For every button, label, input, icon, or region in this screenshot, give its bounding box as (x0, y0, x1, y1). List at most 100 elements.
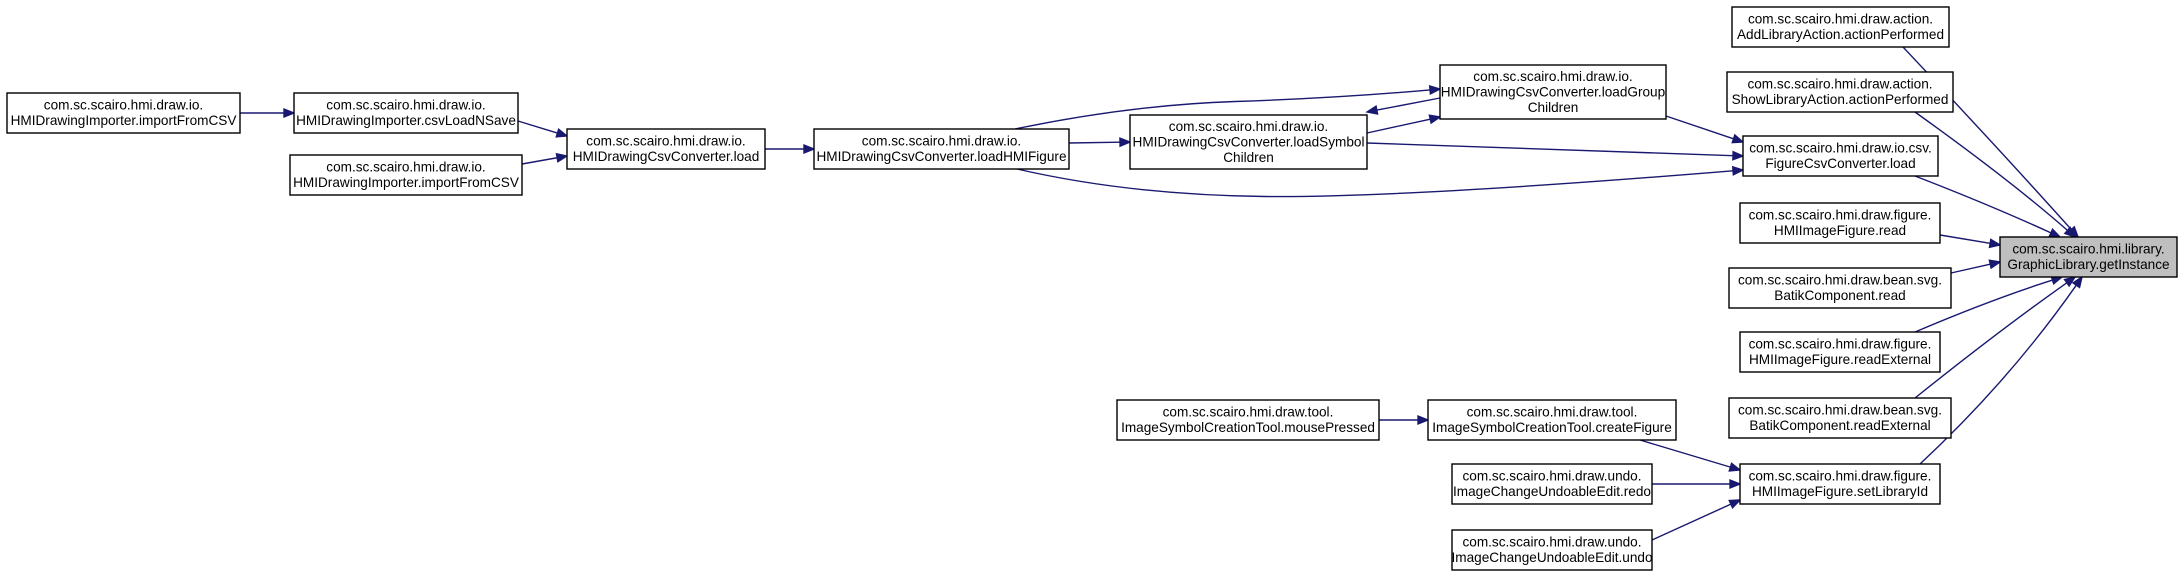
graph-node[interactable]: com.sc.scairo.hmi.draw.io.HMIDrawingCsvC… (566, 128, 766, 170)
graph-node[interactable]: com.sc.scairo.hmi.draw.undo.ImageChangeU… (1451, 529, 1653, 571)
node-label: com.sc.scairo.hmi.library. (2012, 242, 2164, 257)
edge-n_setlib-to-n_gl (1919, 284, 2077, 465)
edge-n_loadgroup-to-n_fcc (1665, 115, 1734, 140)
graph-node[interactable]: com.sc.scairo.hmi.draw.figure.HMIImageFi… (1739, 331, 1941, 373)
graph-node[interactable]: com.sc.scairo.hmi.draw.io.HMIDrawingImpo… (6, 92, 241, 134)
node-label: HMIDrawingImporter.importFromCSV (293, 175, 519, 190)
arrowhead (555, 128, 569, 138)
node-box (1742, 135, 1939, 177)
arrowhead (2063, 275, 2077, 288)
node-label: HMIDrawingImporter.importFromCSV (11, 113, 237, 128)
graph-node[interactable]: com.sc.scairo.hmi.draw.figure.HMIImageFi… (1739, 463, 1941, 505)
node-box (6, 92, 241, 134)
arrowhead (2063, 226, 2077, 239)
node-label: com.sc.scairo.hmi.draw.undo. (1462, 469, 1641, 484)
node-box (293, 92, 519, 134)
node-label: com.sc.scairo.hmi.draw.action. (1748, 12, 1933, 27)
graph-node[interactable]: com.sc.scairo.hmi.draw.tool.ImageSymbolC… (1427, 399, 1677, 441)
edge-n_batik_read-to-n_gl (1950, 263, 1991, 274)
node-box (1999, 236, 2178, 278)
graph-node[interactable]: com.sc.scairo.hmi.draw.io.HMIDrawingImpo… (289, 154, 523, 196)
node-label: com.sc.scairo.hmi.draw.bean.svg. (1738, 403, 1942, 418)
graph-node[interactable]: com.sc.scairo.hmi.draw.bean.svg.BatikCom… (1728, 397, 1952, 439)
edge-n_showlib-to-n_gl (1914, 111, 2068, 231)
node-label: com.sc.scairo.hmi.draw.figure. (1749, 469, 1932, 484)
arrowhead (1988, 259, 2002, 270)
node-label: GraphicLibrary.getInstance (2007, 257, 2169, 272)
arrowhead (1119, 137, 1132, 148)
edge-n_loadsymbol-to-n_fcc (1366, 142, 1734, 157)
node-label: ImageChangeUndoableEdit.undo (1451, 550, 1652, 565)
graph-node[interactable]: com.sc.scairo.hmi.draw.io.HMIDrawingCsvC… (813, 128, 1070, 170)
node-box (813, 128, 1070, 170)
node-box (289, 154, 523, 196)
node-label: com.sc.scairo.hmi.draw.figure. (1749, 337, 1932, 352)
arrowhead (1728, 462, 1742, 472)
node-label: HMIDrawingCsvConverter.load (573, 149, 760, 164)
node-label: ImageSymbolCreationTool.createFigure (1432, 420, 1672, 435)
arrowhead (1731, 133, 1745, 144)
node-box (1439, 64, 1667, 120)
node-label: HMIImageFigure.read (1774, 223, 1906, 238)
edge-n_loadhmi-to-n_loadgroup (1014, 89, 1431, 130)
node-box (1726, 71, 1954, 113)
edge-n_import2-to-n_load (521, 157, 558, 165)
node-box (1739, 463, 1941, 505)
graph-node[interactable]: com.sc.scairo.hmi.draw.tool.ImageSymbolC… (1116, 399, 1380, 441)
node-box (1739, 331, 1941, 373)
node-label: Children (1223, 150, 1274, 165)
node-box (1731, 6, 1950, 48)
node-label: com.sc.scairo.hmi.draw.figure. (1749, 208, 1932, 223)
node-label: BatikComponent.readExternal (1749, 418, 1930, 433)
arrowhead (2071, 275, 2084, 289)
graph-node[interactable]: com.sc.scairo.hmi.draw.io.HMIDrawingImpo… (293, 92, 519, 134)
node-label: HMIImageFigure.readExternal (1749, 352, 1931, 367)
graph-node[interactable]: com.sc.scairo.hmi.draw.action.ShowLibrar… (1726, 71, 1954, 113)
node-label: HMIDrawingCsvConverter.loadGroup (1441, 84, 1665, 99)
node-label: ImageSymbolCreationTool.mousePressed (1121, 420, 1375, 435)
edges-layer (240, 46, 2084, 541)
node-box (1739, 202, 1941, 244)
graph-node[interactable]: com.sc.scairo.hmi.draw.io.csv.FigureCsvC… (1742, 135, 1939, 177)
node-box (1451, 463, 1653, 505)
arrowhead (1417, 414, 1430, 426)
arrowhead (1728, 499, 1742, 510)
node-label: AddLibraryAction.actionPerformed (1737, 27, 1944, 42)
node-label: ImageChangeUndoableEdit.redo (1453, 484, 1651, 499)
node-box (1129, 114, 1368, 170)
node-box (1451, 529, 1653, 571)
node-label: FigureCsvConverter.load (1765, 156, 1915, 171)
arrowhead (803, 143, 816, 155)
graph-node[interactable]: com.sc.scairo.hmi.draw.figure.HMIImageFi… (1739, 202, 1941, 244)
nodes-layer: com.sc.scairo.hmi.library.GraphicLibrary… (6, 6, 2178, 571)
edge-n_hif_readext-to-n_gl (1914, 279, 2053, 333)
node-label: com.sc.scairo.hmi.draw.io. (1169, 119, 1328, 134)
edge-n_loadgroup-to-n_loadsymbol (1376, 97, 1441, 111)
node-label: com.sc.scairo.hmi.draw.io. (862, 134, 1021, 149)
node-box (1728, 397, 1952, 439)
graph-node[interactable]: com.sc.scairo.hmi.draw.undo.ImageChangeU… (1451, 463, 1653, 505)
graph-node[interactable]: com.sc.scairo.hmi.draw.io.HMIDrawingCsvC… (1439, 64, 1667, 120)
graph-node[interactable]: com.sc.scairo.hmi.draw.action.AddLibrary… (1731, 6, 1950, 48)
arrowhead (283, 107, 296, 119)
node-label: HMIDrawingImporter.csvLoadNSave (296, 113, 516, 128)
node-label: BatikComponent.read (1774, 288, 1905, 303)
arrowhead (1732, 150, 1745, 161)
arrowhead (2048, 227, 2062, 238)
node-box (566, 128, 766, 170)
node-label: HMIImageFigure.setLibraryId (1752, 484, 1928, 499)
node-label: com.sc.scairo.hmi.draw.tool. (1163, 405, 1334, 420)
arrowhead (1988, 238, 2002, 249)
graph-node[interactable]: com.sc.scairo.hmi.library.GraphicLibrary… (1999, 236, 2178, 278)
edge-n_loadhmi-to-n_loadsymbol (1068, 141, 1121, 144)
graph-node[interactable]: com.sc.scairo.hmi.draw.bean.svg.BatikCom… (1728, 267, 1952, 309)
arrowhead (1731, 165, 1745, 176)
graph-node[interactable]: com.sc.scairo.hmi.draw.io.HMIDrawingCsvC… (1129, 114, 1368, 170)
node-box (1728, 267, 1952, 309)
edge-n_fcc-to-n_gl (1914, 175, 2052, 234)
node-label: com.sc.scairo.hmi.draw.io. (1473, 69, 1632, 84)
edge-n_createfig-to-n_setlib (1639, 439, 1731, 468)
edge-n_loadhmi-to-n_fcc (1016, 168, 1734, 198)
node-label: com.sc.scairo.hmi.draw.io.csv. (1749, 141, 1932, 156)
